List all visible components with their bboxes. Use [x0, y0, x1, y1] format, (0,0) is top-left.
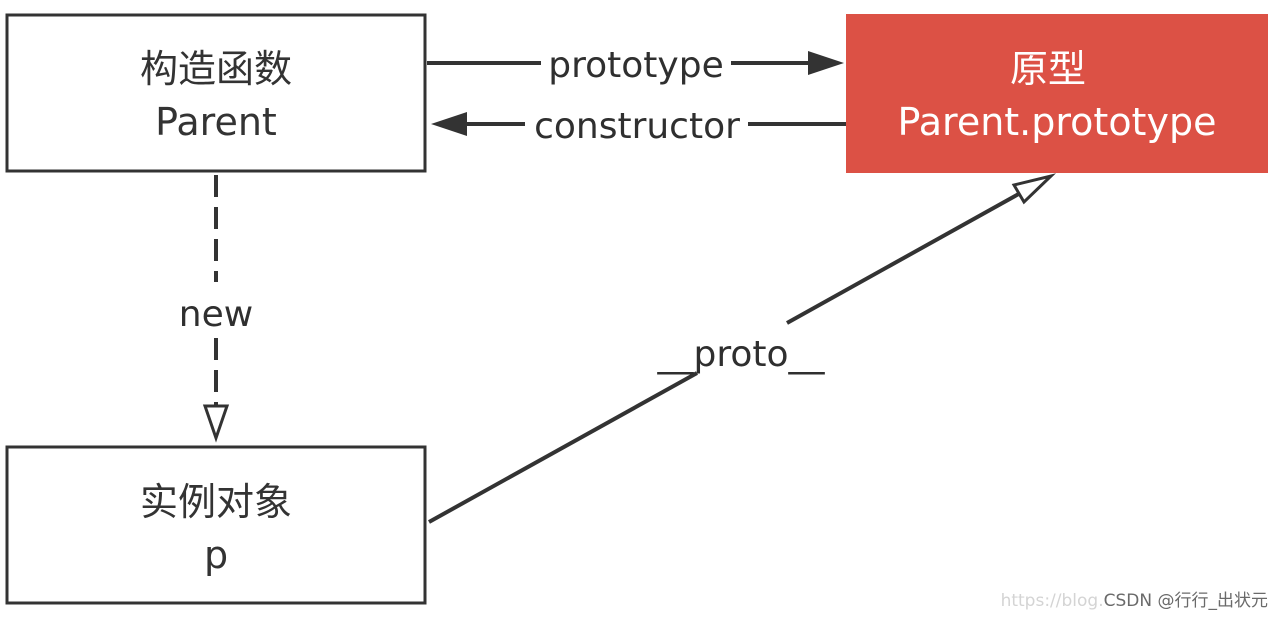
new-edge: new: [179, 175, 253, 443]
proto-edge: __proto__: [428, 173, 1057, 524]
constructor-arrowhead: [431, 112, 467, 136]
proto-edge-label: __proto__: [656, 334, 825, 375]
prototype-arrowhead: [808, 51, 844, 75]
new-edge-label: new: [179, 294, 253, 335]
constructor-edge-label: constructor: [534, 106, 740, 147]
instance-node: 实例对象 p: [5, 445, 427, 605]
proto-arrowhead: [1011, 173, 1057, 205]
constructor-node-title: 构造函数: [140, 47, 292, 91]
csdn-watermark: https://blog.CSDN @行行_出状元: [1001, 586, 1268, 611]
prototype-node-name: Parent.prototype: [898, 100, 1217, 144]
prototype-node: 原型 Parent.prototype: [846, 14, 1268, 173]
constructor-node: 构造函数 Parent: [5, 13, 427, 173]
watermark-url: https://blog.: [1000, 591, 1104, 611]
constructor-node-name: Parent: [155, 100, 277, 144]
instance-node-name: p: [204, 533, 228, 577]
instance-node-title: 实例对象: [140, 480, 292, 524]
new-arrowhead: [202, 404, 230, 443]
prototype-node-title: 原型: [1010, 47, 1086, 91]
prototype-edge: prototype: [427, 45, 844, 86]
constructor-edge: constructor: [431, 106, 846, 147]
watermark-text: CSDN @行行_出状元: [1103, 591, 1268, 611]
prototype-edge-label: prototype: [548, 45, 723, 86]
